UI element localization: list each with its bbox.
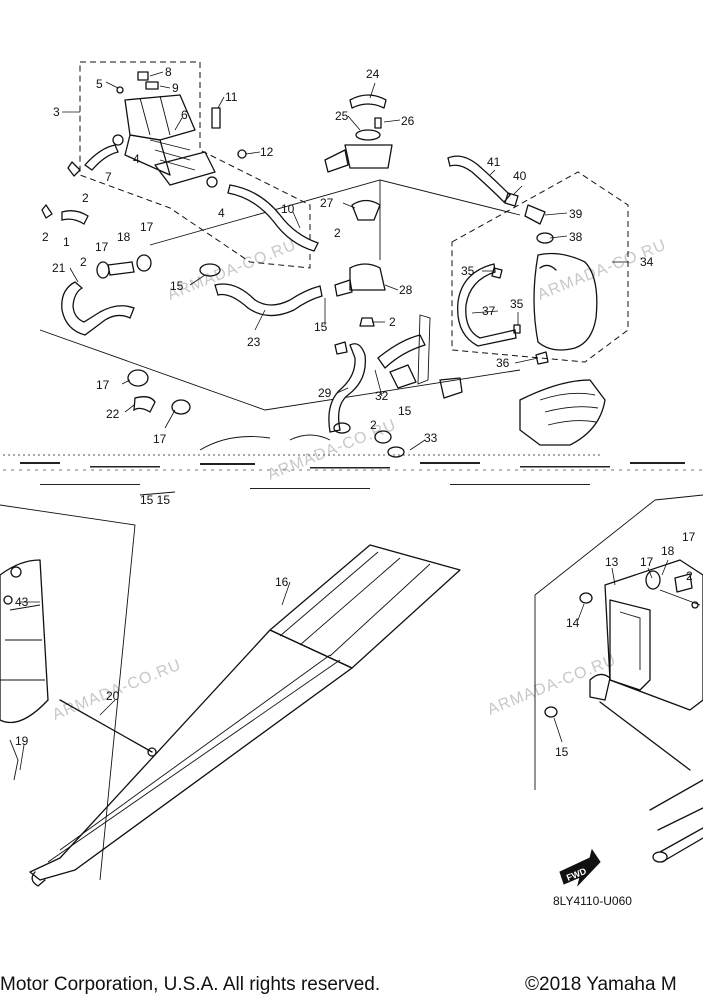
callout-18: 18	[117, 230, 131, 244]
callout-18: 18	[661, 544, 675, 558]
callout-24: 24	[366, 67, 380, 81]
callout-15: 15	[314, 320, 328, 334]
rod-20	[59, 699, 153, 753]
callout-19: 19	[15, 734, 29, 748]
thermostat-cover-assembly	[112, 71, 247, 188]
footer-left: Motor Corporation, U.S.A. All rights res…	[0, 974, 380, 995]
callout-27: 27	[320, 196, 334, 210]
callout-35: 35	[510, 297, 524, 311]
callout-29: 29	[318, 386, 332, 400]
callout-28: 28	[399, 283, 413, 297]
mount-bracket-assembly	[534, 494, 703, 863]
copyright-footer: Motor Corporation, U.S.A. All rights res…	[0, 974, 677, 995]
scan-noise	[20, 462, 685, 489]
callout-17: 17	[95, 240, 109, 254]
watermark-text: ARMADA-CO.RU	[485, 651, 619, 718]
callout-3: 3	[53, 105, 60, 119]
watermarks: ARMADA-CO.RU ARMADA-CO.RU ARMADA-CO.RU A…	[50, 236, 669, 723]
filler-neck-assembly	[324, 94, 393, 327]
coolant-tank-group-outline	[451, 171, 629, 363]
hose-21	[61, 281, 135, 336]
hoses-upper-left	[41, 144, 323, 415]
callout-32: 32	[375, 389, 389, 403]
coolant-tank-assembly	[447, 155, 598, 365]
callout-2: 2	[686, 569, 693, 583]
assembly-frame-lines	[3, 61, 703, 471]
hose-41	[447, 155, 511, 203]
callout-15: 15	[398, 404, 412, 418]
callout-9: 9	[172, 81, 179, 95]
callout-12: 12	[260, 145, 274, 159]
callout-1: 1	[63, 235, 70, 249]
callout-23: 23	[247, 335, 261, 349]
callout-17: 17	[640, 555, 654, 569]
radiator-cap	[349, 94, 387, 109]
callout-40: 40	[513, 169, 527, 183]
front-bracket	[199, 314, 606, 451]
callout-17: 17	[140, 220, 154, 234]
callout-2: 2	[370, 418, 377, 432]
callout-2: 2	[389, 315, 396, 329]
callout-10: 10	[281, 202, 295, 216]
hose-37	[457, 263, 517, 347]
callout-14: 14	[566, 616, 580, 630]
callout-15: 15	[170, 279, 184, 293]
thermostat	[351, 199, 381, 221]
callout-15: 15	[555, 745, 569, 759]
callout-39: 39	[569, 207, 583, 221]
callout-4: 4	[133, 152, 140, 166]
callout-43: 43	[15, 595, 29, 609]
callout-5: 5	[96, 77, 103, 91]
callout-21: 21	[52, 261, 66, 275]
hose-23	[214, 283, 323, 317]
callout-34: 34	[640, 255, 654, 269]
diagram-code: 8LY4110-U060	[553, 894, 632, 908]
callout-17: 17	[153, 432, 167, 446]
callout-2: 2	[80, 255, 87, 269]
hoses-center	[328, 334, 463, 458]
callout-37: 37	[482, 304, 496, 318]
callout-4: 4	[218, 206, 225, 220]
callout-17: 17	[96, 378, 110, 392]
callout-17: 17	[682, 530, 696, 544]
callout-38: 38	[569, 230, 583, 244]
callout-35: 35	[461, 264, 475, 278]
callout-15: 15 15	[140, 493, 170, 507]
callout-labels: 3 5 8 9 11 6 12 4 7 2 4 10 2 1 17 18 17 …	[15, 65, 696, 759]
callout-13: 13	[605, 555, 619, 569]
callout-36: 36	[496, 356, 510, 370]
hose-22	[133, 396, 156, 413]
callout-20: 20	[106, 689, 120, 703]
callout-2: 2	[42, 230, 49, 244]
callout-22: 22	[106, 407, 120, 421]
callout-6: 6	[181, 108, 188, 122]
callout-2: 2	[82, 191, 89, 205]
callout-7: 7	[105, 170, 112, 184]
callout-33: 33	[424, 431, 438, 445]
callout-26: 26	[401, 114, 415, 128]
callout-11: 11	[225, 90, 238, 104]
callout-41: 41	[487, 155, 501, 169]
callout-25: 25	[335, 109, 349, 123]
footer-right: ©2018 Yamaha M	[525, 974, 677, 995]
callout-16: 16	[275, 575, 289, 589]
heat-exchanger-assembly	[0, 491, 461, 887]
leader-lines	[19, 71, 669, 771]
callout-8: 8	[165, 65, 172, 79]
thermostat-housing-group-outline	[79, 61, 311, 269]
callout-2: 2	[334, 226, 341, 240]
fwd-arrow: FWD	[559, 848, 601, 887]
coolant-tank	[533, 252, 598, 351]
